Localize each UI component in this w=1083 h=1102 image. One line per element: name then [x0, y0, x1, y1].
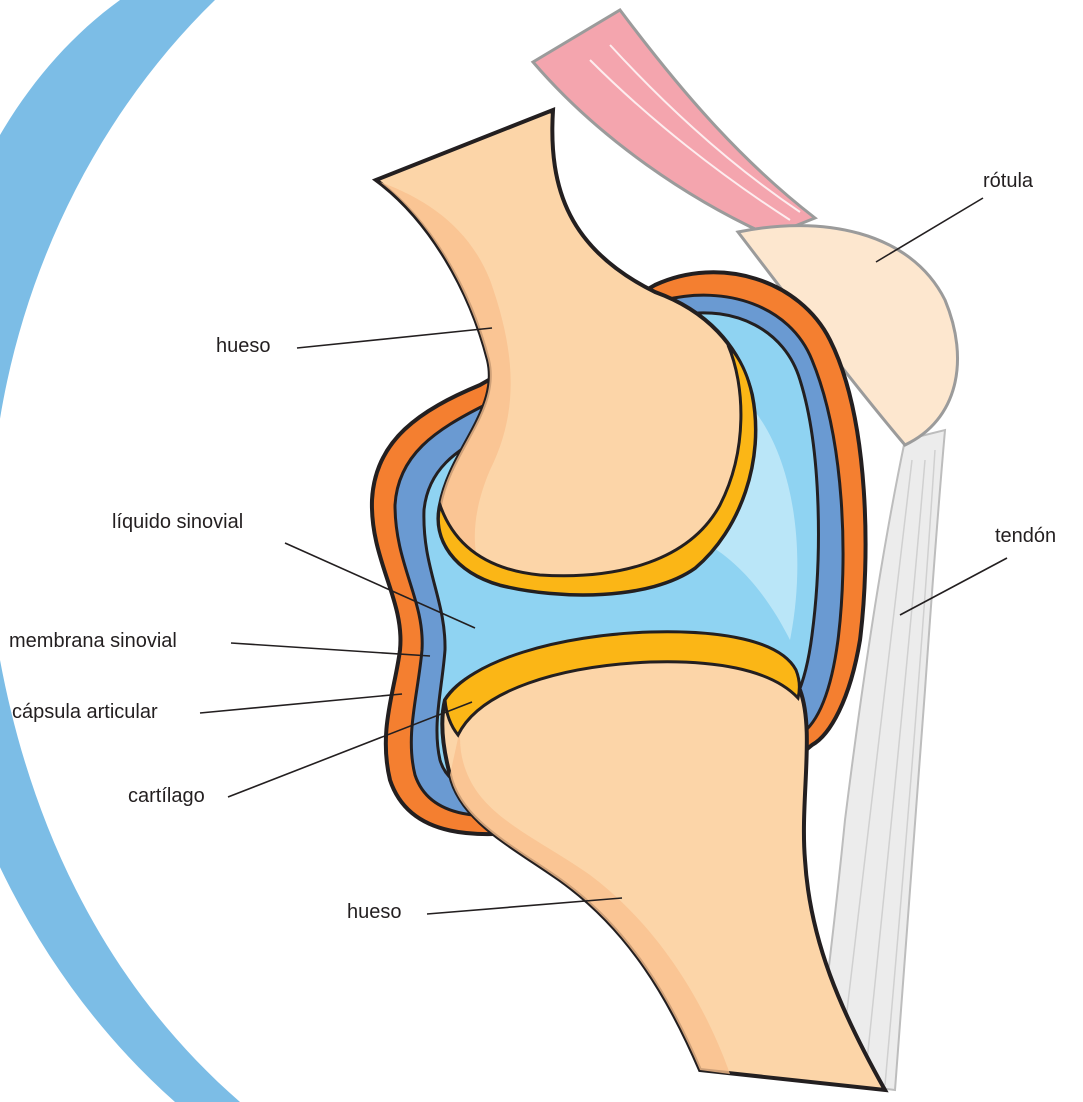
label-hueso-superior: hueso: [216, 336, 271, 356]
label-rotula: rótula: [983, 171, 1033, 191]
muscle-shape: [533, 10, 815, 236]
leader-line-hueso-superior: [297, 328, 492, 348]
label-cartilago: cartílago: [128, 786, 205, 806]
label-membrana-sinovial: membrana sinovial: [9, 631, 177, 651]
label-liquido-sinovial: líquido sinovial: [112, 512, 243, 532]
leader-line-rotula: [876, 198, 983, 262]
label-capsula-articular: cápsula articular: [12, 702, 158, 722]
leader-line-capsula-articular: [200, 694, 402, 713]
background-arc: [0, 0, 240, 1102]
label-tendon: tendón: [995, 526, 1056, 546]
label-hueso-inferior: hueso: [347, 902, 402, 922]
